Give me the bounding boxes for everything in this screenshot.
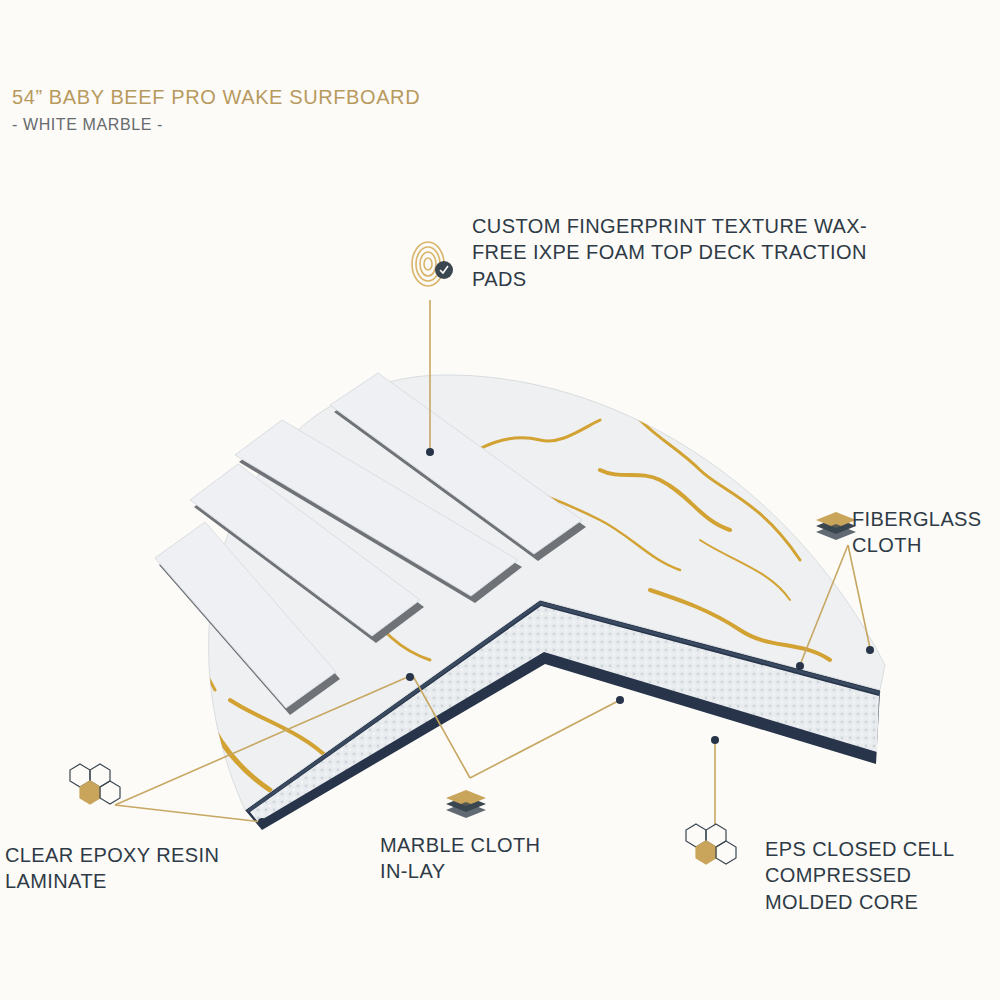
leader-dots <box>258 448 874 826</box>
layers-icon <box>446 790 486 818</box>
callout-label: FIBERGLASS CLOTH <box>852 506 992 559</box>
callout-label: CUSTOM FINGERPRINT TEXTURE WAX-FREE IXPE… <box>472 213 872 292</box>
check-badge <box>435 261 453 279</box>
callout-label: CLEAR EPOXY RESIN LAMINATE <box>5 842 220 895</box>
leader-lines <box>115 300 870 825</box>
check-mark <box>440 266 448 273</box>
callout-label: MARBLE CLOTH IN-LAY <box>380 832 570 885</box>
traction-pads <box>155 373 586 715</box>
callout-label: EPS CLOSED CELL COMPRESSED MOLDED CORE <box>765 836 990 915</box>
layers-icon <box>816 512 856 540</box>
title: 54” BABY BEEF PRO WAKE SURFBOARD <box>12 86 420 109</box>
hexagon-icon <box>686 824 736 864</box>
hexagon-icon <box>70 764 120 804</box>
subtitle: - WHITE MARBLE - <box>12 116 163 134</box>
